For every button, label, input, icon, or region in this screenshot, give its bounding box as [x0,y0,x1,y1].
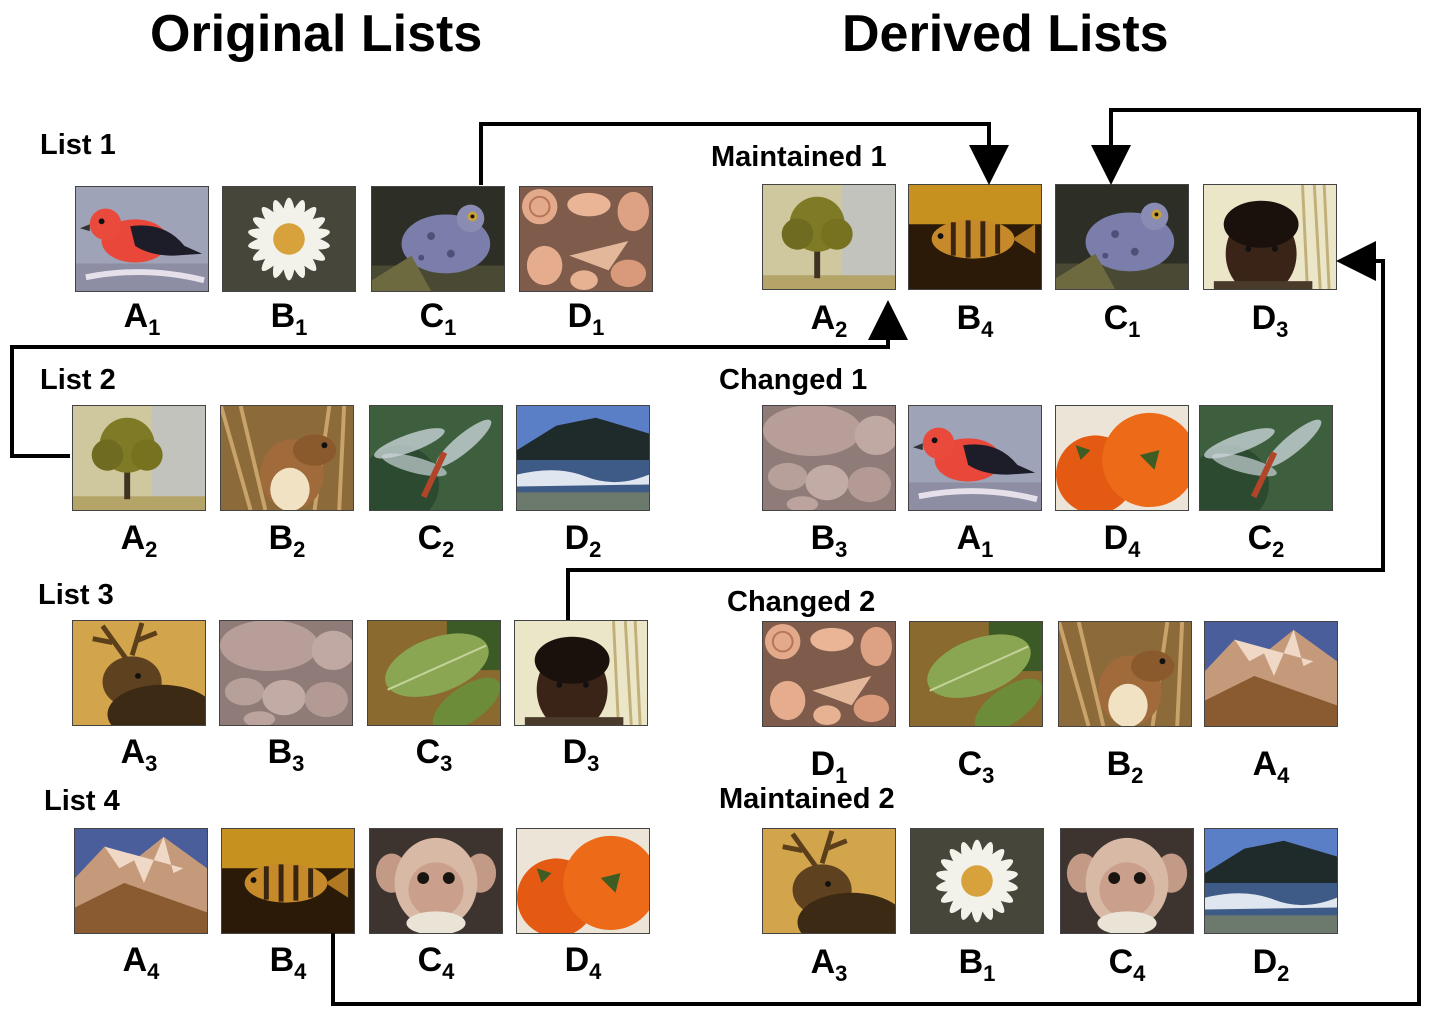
arrow-b4 [333,110,1419,1004]
arrow-c1 [481,124,989,185]
arrow-a2 [12,304,888,456]
arrow-d3 [568,261,1383,620]
